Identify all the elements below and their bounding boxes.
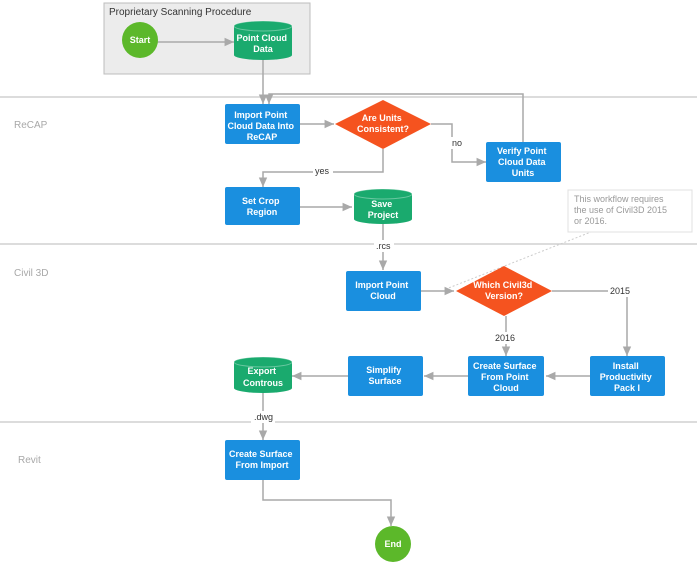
point-cloud-data-node: Point Cloud Data (233, 20, 293, 60)
create-surface-point-cloud-line-1: Create Surface (473, 361, 537, 371)
simplify-surface-label: Simplify Surface (366, 365, 404, 386)
civil3d-version-line-2: Version? (485, 291, 523, 301)
point-cloud-data-line-1: Point Cloud (236, 33, 287, 43)
set-crop-region-line-1: Set Crop (242, 196, 280, 206)
edge-create-import-to-end (262, 462, 396, 526)
civil3d-version-label: Which Civil3d Version? (473, 280, 535, 301)
install-productivity-pack-line-3: Pack I (614, 383, 640, 393)
save-project-line-2: Project (368, 210, 399, 220)
install-productivity-pack-node: Install Productivity Pack I (590, 356, 665, 396)
end-label: End (385, 539, 402, 549)
edge-label-yes: yes (315, 166, 330, 176)
edge-label-dwg: .dwg (254, 412, 273, 422)
note-line-1: This workflow requires (574, 194, 664, 204)
export-controus-line-2: Controus (243, 378, 283, 388)
edge-label-2015: 2015 (610, 286, 630, 296)
verify-units-line-3: Units (512, 168, 535, 178)
create-surface-import-node: Create Surface From Import (225, 440, 300, 480)
import-into-recap-label: Import Point Cloud Data Into ReCAP (227, 110, 296, 142)
import-into-recap-line-2: Cloud Data Into (227, 121, 294, 131)
units-consistent-label: Are Units Consistent? (357, 113, 409, 134)
label-bg-no (450, 137, 466, 149)
label-bg-yes (313, 165, 333, 177)
lane-label-recap: ReCAP (14, 120, 48, 131)
edge-label-no: no (452, 138, 462, 148)
label-bg-2015 (608, 285, 634, 297)
note-connector (445, 229, 597, 290)
export-controus-line-1: Export (247, 366, 276, 376)
end-node: End (375, 526, 411, 562)
verify-units-line-1: Verify Point (497, 146, 547, 156)
install-productivity-pack-line-2: Productivity (600, 372, 652, 382)
import-point-cloud-line-1: Import Point (355, 280, 408, 290)
group-title: Proprietary Scanning Procedure (109, 7, 252, 18)
edge-verify-loop (264, 93, 524, 142)
import-into-recap-line-3: ReCAP (247, 132, 278, 142)
start-label: Start (130, 35, 151, 45)
lane-label-civil3d: Civil 3D (14, 268, 48, 279)
install-productivity-pack-line-1: Install (613, 361, 639, 371)
note-box (567, 189, 693, 233)
set-crop-region-label: Set Crop Region (242, 196, 282, 217)
import-point-cloud-line-2: Cloud (370, 291, 396, 301)
edge-label-2016: 2016 (495, 333, 515, 343)
civil3d-version-line-1: Which Civil3d (473, 280, 532, 290)
create-surface-point-cloud-label: Create Surface From Point Cloud (473, 361, 539, 393)
import-point-cloud-node: Import Point Cloud (346, 271, 421, 311)
save-project-node: Save Project (353, 188, 413, 224)
units-consistent-line-2: Consistent? (357, 124, 409, 134)
simplify-surface-line-2: Surface (368, 376, 401, 386)
export-controus-label: Export Controus (243, 366, 283, 388)
units-consistent-line-1: Are Units (362, 113, 402, 123)
start-node: Start (122, 22, 158, 58)
edge-decision-2015 (552, 290, 632, 356)
import-into-recap-node: Import Point Cloud Data Into ReCAP (225, 104, 300, 144)
point-cloud-data-line-2: Data (253, 44, 274, 54)
create-surface-import-label: Create Surface From Import (229, 449, 295, 470)
create-surface-point-cloud-node: Create Surface From Point Cloud (468, 356, 544, 396)
create-surface-point-cloud-line-2: From Point (481, 372, 529, 382)
label-bg-2016 (493, 332, 519, 344)
set-crop-region-line-2: Region (247, 207, 278, 217)
point-cloud-data-label: Point Cloud Data (236, 33, 289, 54)
note-line-3: or 2016. (574, 216, 607, 226)
import-into-recap-line-1: Import Point (234, 110, 287, 120)
set-crop-region-node: Set Crop Region (225, 187, 300, 225)
label-bg-dwg (251, 411, 275, 423)
verify-units-line-2: Cloud Data (498, 157, 546, 167)
edge-label-rcs: .rcs (376, 241, 391, 251)
simplify-surface-line-1: Simplify (366, 365, 401, 375)
label-bg-rcs (374, 240, 394, 252)
save-project-line-1: Save (371, 199, 392, 209)
lane-label-revit: Revit (18, 455, 41, 466)
verify-units-node: Verify Point Cloud Data Units (486, 142, 561, 182)
install-productivity-pack-label: Install Productivity Pack I (600, 361, 655, 393)
create-surface-import-line-1: Create Surface (229, 449, 293, 459)
create-surface-import-line-2: From Import (236, 460, 289, 470)
simplify-surface-node: Simplify Surface (348, 356, 423, 396)
save-project-label: Save Project (368, 199, 399, 220)
create-surface-point-cloud-line-3: Cloud (493, 383, 519, 393)
import-point-cloud-label: Import Point Cloud (355, 280, 411, 301)
export-controus-node: Export Controus (233, 356, 293, 393)
verify-units-label: Verify Point Cloud Data Units (497, 146, 549, 178)
note-line-2: the use of Civil3D 2015 (574, 205, 667, 215)
units-consistent-decision: Are Units Consistent? (335, 100, 431, 149)
civil3d-version-decision: Which Civil3d Version? (456, 266, 552, 316)
note-text: This workflow requires the use of Civil3… (574, 194, 670, 226)
